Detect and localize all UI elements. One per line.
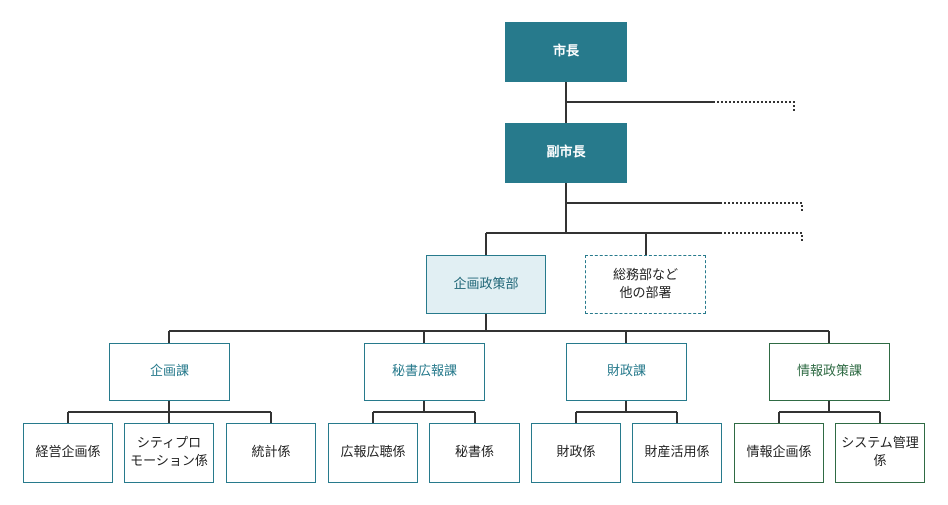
unit-system-kanri: システム管理 係 [835,423,925,483]
section-kikaku: 企画課 [109,343,230,401]
section-zaisei: 財政課 [566,343,687,401]
unit-label: 財政係 [556,445,596,461]
unit-label: 秘書係 [454,445,494,461]
dept-main-label: 企画政策部 [453,276,519,292]
mayor-label: 市長 [552,44,579,60]
dept-main-box: 企画政策部 [426,255,546,314]
unit-joho-kikaku: 情報企画係 [734,423,824,483]
dept-other-line2: 他の部署 [619,285,672,301]
unit-label: 情報企画係 [746,445,812,461]
section-label: 秘書広報課 [391,364,457,380]
mayor-box: 市長 [505,22,627,82]
unit-label: 統計係 [251,445,291,461]
unit-koho-kocho: 広報広聴係 [328,423,418,483]
unit-label: 財産活用係 [644,445,710,461]
section-label: 情報政策課 [796,364,862,380]
vice-mayor-box: 副市長 [505,123,627,183]
section-hisho-koho: 秘書広報課 [364,343,485,401]
unit-zaisei: 財政係 [531,423,621,483]
unit-label-line2: 係 [873,454,887,469]
unit-label: 広報広聴係 [340,445,406,461]
unit-tokei: 統計係 [226,423,316,483]
unit-city-promotion: シティプロ モーション係 [124,423,214,483]
vice-mayor-label: 副市長 [546,145,586,161]
unit-zaisan-katsuyo: 財産活用係 [632,423,722,483]
unit-label-line2: モーション係 [130,454,208,469]
unit-hisho: 秘書係 [429,423,520,483]
section-joho-seisaku: 情報政策課 [769,343,890,401]
unit-label-line1: システム管理 [841,436,919,452]
unit-label-line1: シティプロ [136,436,202,452]
dept-other-box: 総務部など 他の部署 [585,255,706,314]
unit-label: 経営企画係 [35,445,101,461]
dept-other-line1: 総務部など [612,267,678,283]
section-label: 企画課 [149,364,189,380]
section-label: 財政課 [606,364,646,380]
unit-keiei-kikaku: 経営企画係 [23,423,113,483]
